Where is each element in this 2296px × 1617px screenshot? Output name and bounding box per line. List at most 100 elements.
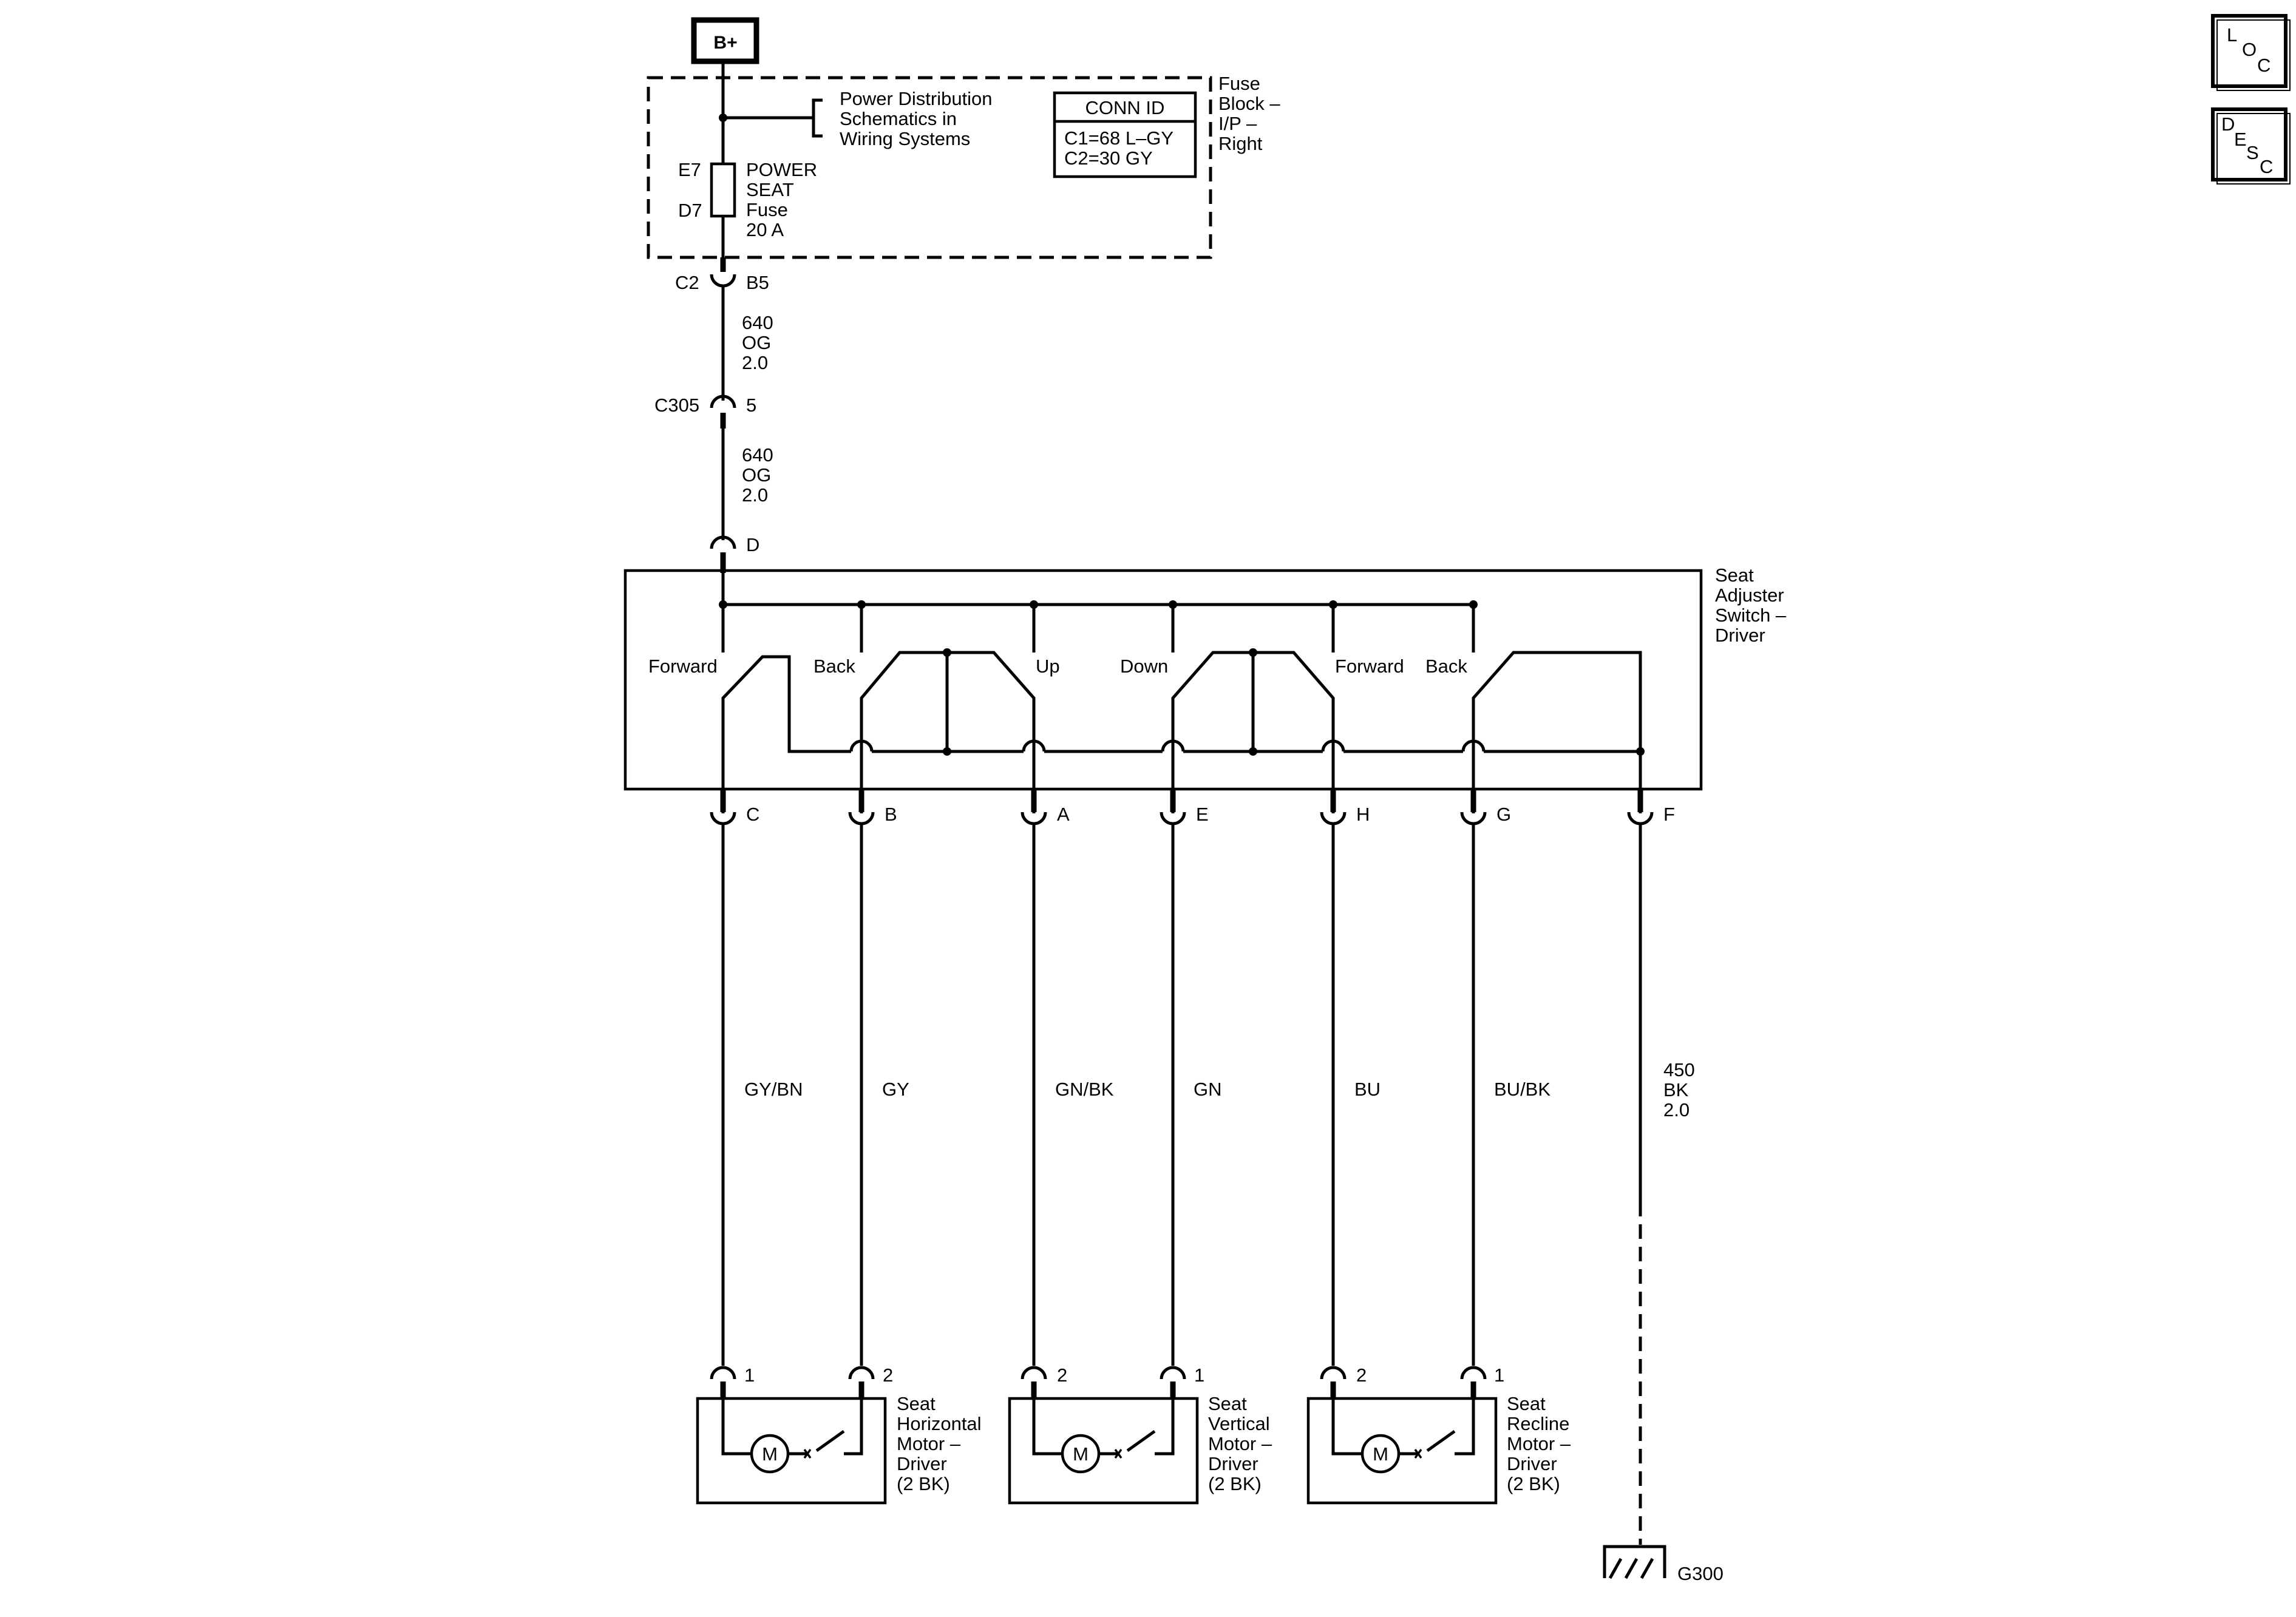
- desc-letter-e: E: [2234, 129, 2247, 150]
- fuse-label-3: Fuse: [746, 199, 788, 220]
- ground-wire-circuit: 450: [1663, 1059, 1695, 1080]
- feed-wire: [719, 64, 727, 607]
- switch-pin-b: B: [885, 804, 897, 825]
- switch-position-forward-recline: Forward: [1335, 656, 1404, 677]
- wire-color-gy-bn: GY/BN: [744, 1079, 803, 1100]
- fuse-label-4: 20 A: [746, 219, 784, 240]
- connector-c305-pin: 5: [746, 395, 756, 416]
- switch-output-pins: C B A E H G F: [710, 789, 1675, 825]
- ground-wire-size: 2.0: [1663, 1099, 1690, 1120]
- motor-recline-name-1: Seat: [1507, 1393, 1546, 1414]
- switch-pin-g: G: [1496, 804, 1511, 825]
- motor-recline-name-4: Driver: [1507, 1453, 1557, 1474]
- desc-letter-c: C: [2260, 156, 2273, 177]
- conn-id-table: CONN ID C1=68 L–GY C2=30 GY: [1053, 91, 1197, 178]
- motor-vertical: 2 1 M Seat Vertical Motor – Driver (2 BK…: [1008, 1364, 1272, 1505]
- motor-horizontal-name-5: (2 BK): [897, 1473, 950, 1494]
- switch-pin-c: C: [746, 804, 759, 825]
- motor-horizontal-name-2: Horizontal: [897, 1413, 982, 1434]
- switch-pin-a: A: [1057, 804, 1070, 825]
- motor-horizontal: 1 2 M Seat Horizontal Motor – Driver (2 …: [696, 1364, 982, 1505]
- motor-vertical-name-4: Driver: [1208, 1453, 1258, 1474]
- motor-recline-name-2: Recline: [1507, 1413, 1569, 1434]
- ground-g300: G300: [1603, 1545, 1724, 1584]
- switch-position-down: Down: [1120, 656, 1168, 677]
- switch-name-1: Seat: [1715, 564, 1754, 586]
- wire-color-gy: GY: [882, 1079, 909, 1100]
- motor-horizontal-name-3: Motor –: [897, 1433, 961, 1454]
- seat-adjuster-switch: Seat Adjuster Switch – Driver: [623, 564, 1787, 813]
- wire-color-bu: BU: [1354, 1079, 1381, 1100]
- motor-vertical-name-5: (2 BK): [1208, 1473, 1262, 1494]
- fuse-block: Fuse Block – I/P – Right Power Distribut…: [647, 73, 1280, 259]
- switch-pin-e: E: [1196, 804, 1209, 825]
- switch-pin-d: D: [710, 534, 759, 573]
- loc-letter-o: O: [2242, 39, 2257, 60]
- switch-name-2: Adjuster: [1715, 585, 1784, 606]
- feed-wire-lower-color: OG: [742, 464, 771, 486]
- motor-vertical-name-3: Motor –: [1208, 1433, 1272, 1454]
- switch-input-pin-label: D: [746, 534, 759, 555]
- motor-horizontal-name-4: Driver: [897, 1453, 947, 1474]
- power-distribution-ref-3: Wiring Systems: [840, 128, 970, 149]
- switch-name-3: Switch –: [1715, 605, 1787, 626]
- fuse-pin-top: E7: [678, 159, 701, 180]
- feed-wire-lower-size: 2.0: [742, 484, 768, 506]
- motor-recline-name-5: (2 BK): [1507, 1473, 1560, 1494]
- loc-letter-c: C: [2257, 55, 2271, 76]
- fuse-block-name-2: Block –: [1218, 93, 1280, 114]
- fuse-label-2: SEAT: [746, 179, 794, 200]
- connector-c305: C305 5: [654, 395, 756, 429]
- wire-color-gn: GN: [1194, 1079, 1222, 1100]
- desc-button[interactable]: D E S C: [2211, 107, 2291, 185]
- switch-position-back-recline: Back: [1425, 656, 1467, 677]
- motor-vertical-pin-a: 2: [1057, 1364, 1067, 1386]
- connector-c2: C2 B5: [675, 257, 769, 293]
- motor-horizontal-pin-a: 1: [744, 1364, 755, 1386]
- switch-position-back-horizontal: Back: [813, 656, 855, 677]
- motor-recline-name-3: Motor –: [1507, 1433, 1571, 1454]
- feed-wire-upper-color: OG: [742, 332, 771, 353]
- feed-wire-lower-circuit: 640: [742, 444, 773, 466]
- power-source-label: B+: [713, 33, 737, 53]
- motor-vertical-symbol: M: [1073, 1443, 1089, 1465]
- wire-color-bu-bk: BU/BK: [1494, 1079, 1550, 1100]
- power-distribution-ref-1: Power Distribution: [840, 88, 993, 109]
- loc-button[interactable]: L O C: [2211, 14, 2291, 91]
- motor-vertical-name-1: Seat: [1208, 1393, 1247, 1414]
- conn-id-title: CONN ID: [1085, 97, 1165, 118]
- connector-c2-pin: B5: [746, 272, 769, 293]
- feed-wire-upper-size: 2.0: [742, 352, 768, 373]
- desc-letter-s: S: [2246, 142, 2259, 163]
- motor-vertical-name-2: Vertical: [1208, 1413, 1270, 1434]
- switch-name-4: Driver: [1715, 625, 1765, 646]
- switch-position-up: Up: [1036, 656, 1060, 677]
- ground-wire: 450 BK 2.0: [1639, 822, 1695, 1545]
- desc-letter-d: D: [2221, 114, 2235, 135]
- power-seat-fuse: E7 D7 POWER SEAT Fuse 20 A: [678, 159, 817, 240]
- switch-position-forward-horizontal: Forward: [648, 656, 718, 677]
- motor-recline: 2 1 M Seat Recline Motor – Driver (2 BK): [1306, 1364, 1571, 1505]
- motor-horizontal-symbol: M: [762, 1443, 778, 1465]
- motor-recline-pin-b: 1: [1494, 1364, 1504, 1386]
- ground-wire-color: BK: [1663, 1079, 1689, 1100]
- motor-vertical-pin-b: 1: [1194, 1364, 1204, 1386]
- wire-color-gn-bk: GN/BK: [1055, 1079, 1114, 1100]
- fuse-label-1: POWER: [746, 159, 817, 180]
- conn-id-c2: C2=30 GY: [1064, 147, 1153, 169]
- switch-pin-f: F: [1663, 804, 1675, 825]
- power-source-b-plus: B+: [691, 17, 759, 64]
- loc-letter-l: L: [2227, 24, 2237, 46]
- fuse-pin-bottom: D7: [678, 200, 702, 221]
- feed-wire-upper-circuit: 640: [742, 312, 773, 333]
- motor-recline-symbol: M: [1373, 1443, 1388, 1465]
- conn-id-c1: C1=68 L–GY: [1064, 127, 1173, 149]
- motor-horizontal-name-1: Seat: [897, 1393, 936, 1414]
- motor-recline-pin-a: 2: [1356, 1364, 1367, 1386]
- fuse-block-name-3: I/P –: [1218, 113, 1257, 134]
- switch-pin-h: H: [1356, 804, 1370, 825]
- ground-label: G300: [1677, 1563, 1724, 1584]
- motor-horizontal-pin-b: 2: [883, 1364, 893, 1386]
- fuse-block-name-1: Fuse: [1218, 73, 1260, 94]
